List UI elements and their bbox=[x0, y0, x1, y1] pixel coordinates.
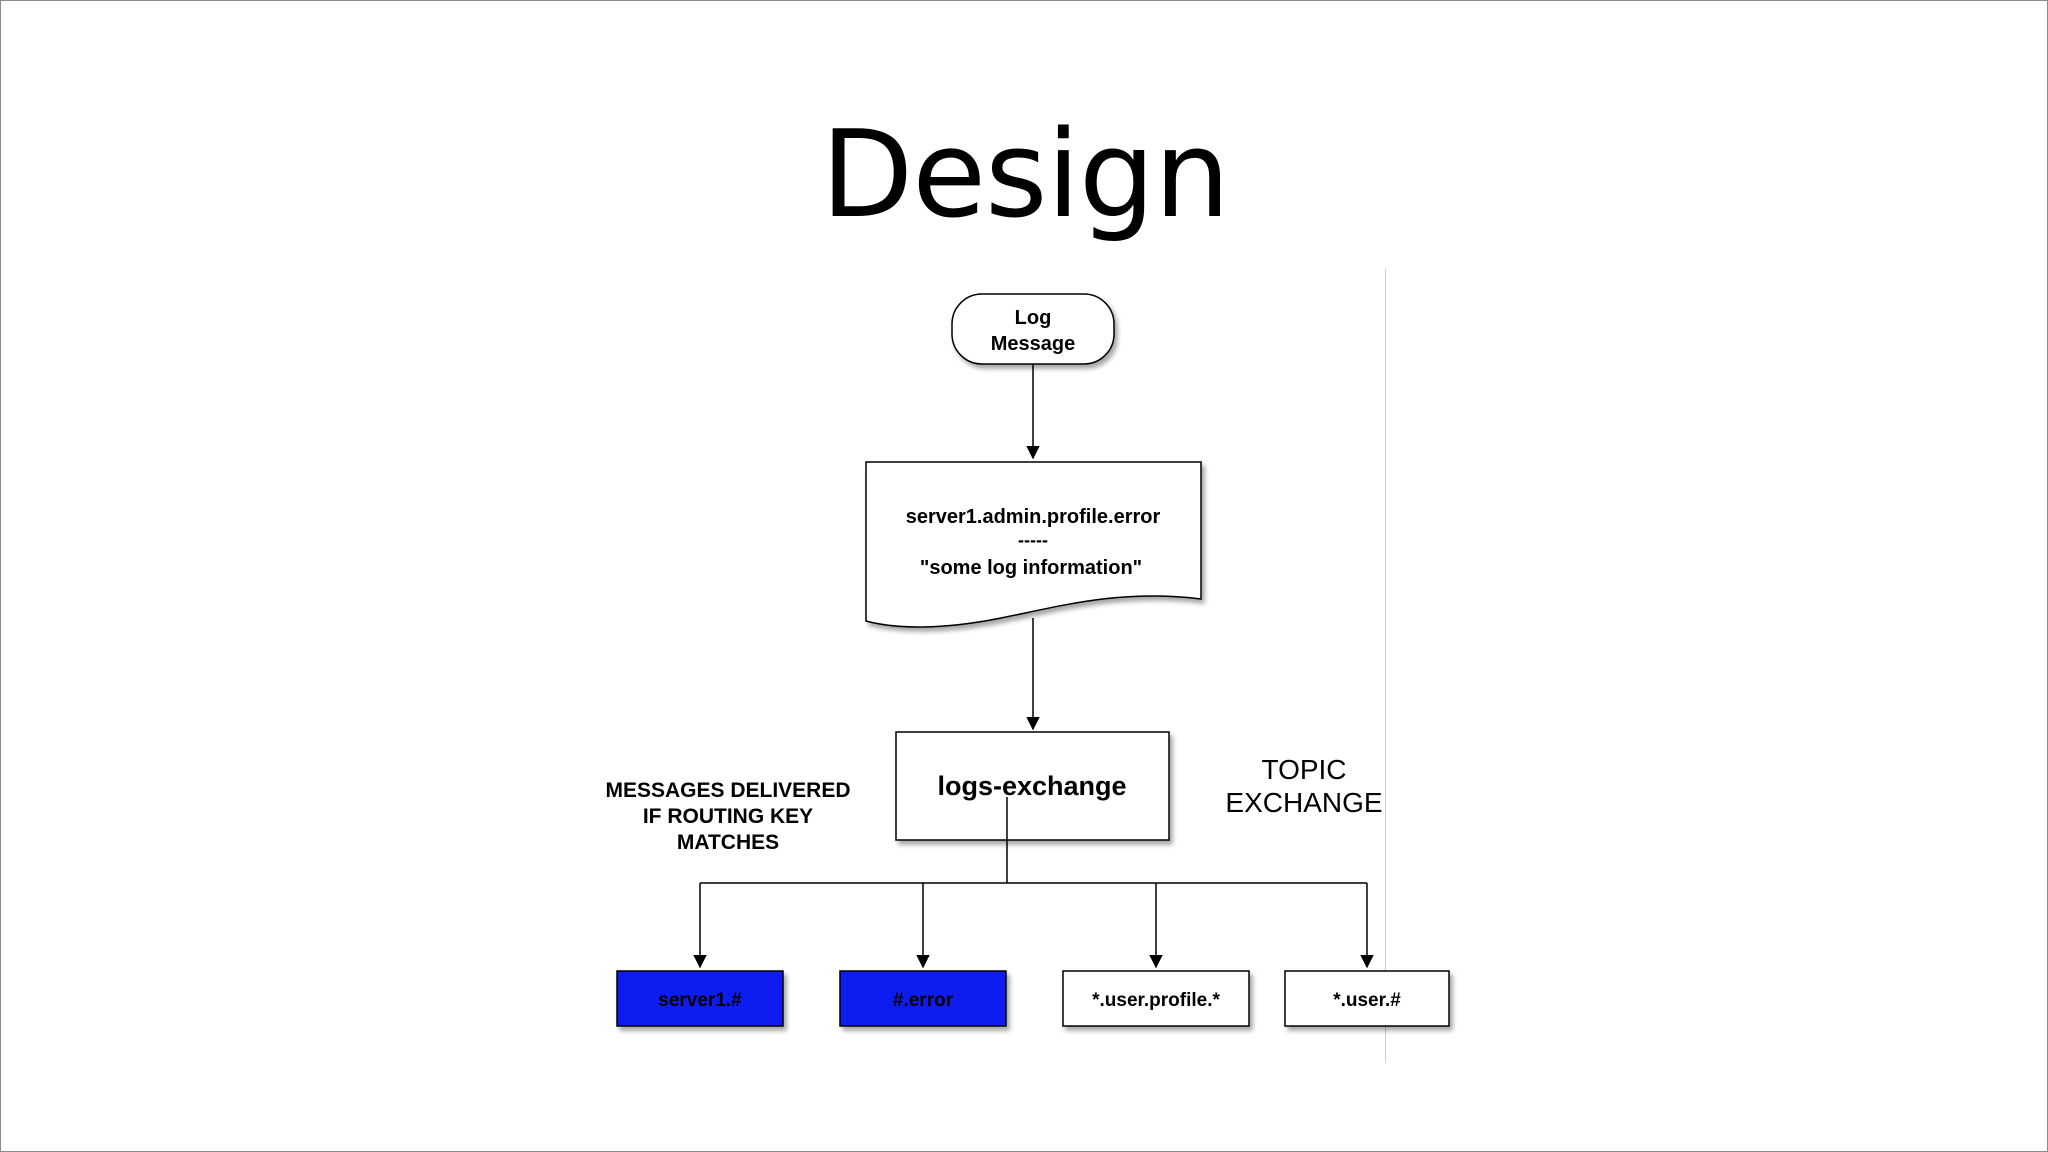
logs-exchange-node: logs-exchange bbox=[895, 731, 1170, 841]
delivery-note-line1: MESSAGES DELIVERED bbox=[605, 779, 850, 802]
queue-server1: server1.# bbox=[616, 970, 784, 1027]
delivery-note-line2: IF ROUTING KEY bbox=[643, 805, 813, 828]
log-message-node: Log Message bbox=[951, 293, 1115, 365]
slide-title: Design bbox=[820, 106, 1230, 245]
delivery-note-line3: MATCHES bbox=[677, 831, 779, 854]
topic-label-line2: EXCHANGE bbox=[1225, 787, 1382, 818]
queue-user-profile: *.user.profile.* bbox=[1062, 970, 1250, 1027]
message-document-node: server1.admin.profile.error ----- "some … bbox=[865, 461, 1202, 628]
document-separator: ----- bbox=[1018, 530, 1048, 550]
queue-label: server1.# bbox=[658, 990, 742, 1011]
queue-label: *.user.# bbox=[1333, 990, 1401, 1011]
queue-error: #.error bbox=[839, 970, 1007, 1027]
queue-user: *.user.# bbox=[1284, 970, 1450, 1027]
log-message-line1: Log bbox=[1015, 307, 1052, 329]
payload-text: "some log information" bbox=[920, 557, 1142, 579]
vertical-divider bbox=[1385, 269, 1386, 1063]
queue-label: #.error bbox=[893, 990, 954, 1011]
log-message-line2: Message bbox=[991, 333, 1076, 355]
queue-label: *.user.profile.* bbox=[1092, 990, 1220, 1011]
routing-key-text: server1.admin.profile.error bbox=[906, 506, 1161, 528]
topic-label-line1: TOPIC bbox=[1261, 754, 1346, 785]
logs-exchange-label: logs-exchange bbox=[937, 771, 1126, 801]
